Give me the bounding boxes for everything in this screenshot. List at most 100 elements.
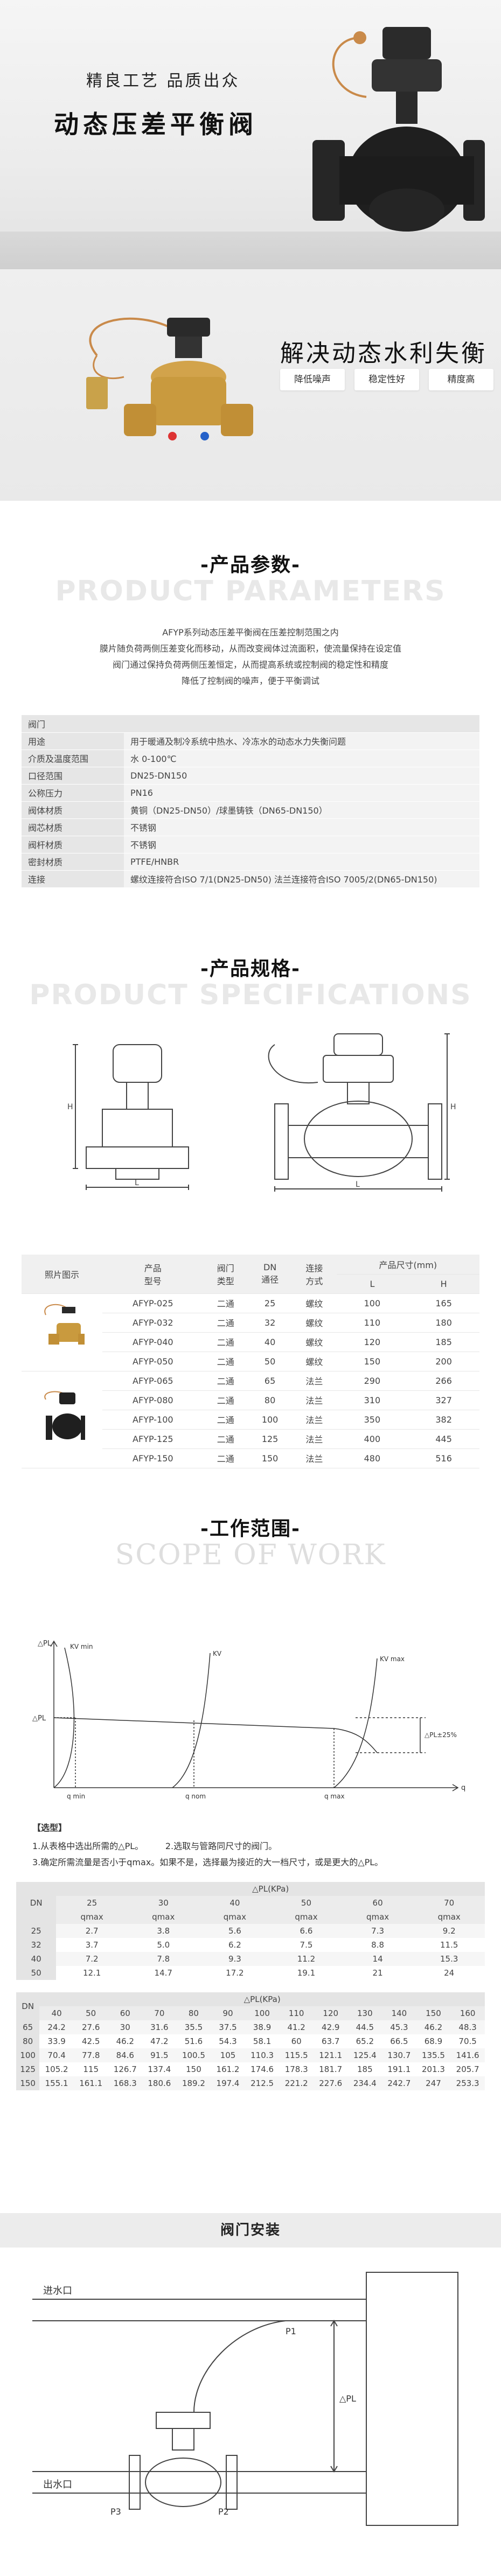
spec-header-row: 照片图示 产品 型号 阀门 类型 DN 通径 连接 方式 产品尺寸(mm) xyxy=(22,1255,479,1294)
spec-cell: 二通 xyxy=(203,1390,248,1410)
kv3-label: KV max xyxy=(380,1655,405,1663)
flow2-cell: 137.4 xyxy=(142,2062,177,2076)
dpl-label: △PL xyxy=(339,2393,356,2404)
flow1-cell: 7.8 xyxy=(127,1952,199,1966)
params-value: PTFE/HNBR xyxy=(124,853,479,871)
flow2-cell: 242.7 xyxy=(382,2076,416,2090)
flow2-cell: 191.1 xyxy=(382,2062,416,2076)
flow2-cell: 125.4 xyxy=(347,2048,382,2062)
spec-col-photo: 照片图示 xyxy=(22,1255,102,1294)
p1-label: P1 xyxy=(286,2326,296,2336)
flow2-cell: 38.9 xyxy=(245,2020,280,2034)
params-key: 口径范围 xyxy=(22,767,124,785)
intro-line: 降低了控制阀的噪声，便于平衡调试 xyxy=(181,676,319,686)
flow2-cell: 253.3 xyxy=(450,2076,485,2090)
flow2-cell: 201.3 xyxy=(416,2062,451,2076)
spec-cell: 382 xyxy=(408,1410,479,1430)
spec-cell: 310 xyxy=(336,1390,408,1410)
flow1-cell: 6.6 xyxy=(270,1924,342,1938)
spec-cell: 二通 xyxy=(203,1429,248,1449)
hero-slogan: 精良工艺 品质出众 xyxy=(86,72,240,90)
flow1-cell: 21 xyxy=(342,1966,414,1980)
flow2-pressure: 120 xyxy=(313,2006,348,2020)
flow2-cell: 234.4 xyxy=(347,2076,382,2090)
spec-cell: 螺纹 xyxy=(292,1293,337,1313)
flow2-cell: 178.3 xyxy=(279,2062,314,2076)
params-intro: AFYP系列动态压差平衡阀在压差控制范围之内 膜片随负荷两侧压差变化而移动，从而… xyxy=(0,625,501,689)
flow2-cell: 41.2 xyxy=(279,2020,314,2034)
spec-cell: 480 xyxy=(336,1448,408,1468)
flow2-cell: 70.5 xyxy=(450,2034,485,2048)
q-max-label: q max xyxy=(324,1793,345,1800)
flow2-cell: 115 xyxy=(73,2062,108,2076)
flow2-cell: 130.7 xyxy=(382,2048,416,2062)
axis-y-label: △PL xyxy=(38,1640,52,1648)
flow1-title: △PL(KPa) xyxy=(56,1882,485,1896)
flow2-cell: 54.3 xyxy=(211,2034,245,2048)
flow1-cell: 8.8 xyxy=(342,1938,414,1952)
flow1-qmax: qmax xyxy=(56,1910,128,1924)
flow1-qmax: qmax xyxy=(127,1910,199,1924)
flow1-cell: 15.3 xyxy=(413,1952,485,1966)
spec-cell: 二通 xyxy=(203,1410,248,1430)
params-value: 黄铜（DN25-DN50）/球墨铸铁（DN65-DN150） xyxy=(124,801,479,819)
spec-col-model: 产品 型号 xyxy=(102,1255,204,1294)
flow2-cell: 37.5 xyxy=(211,2020,245,2034)
flow2-cell: 141.6 xyxy=(450,2048,485,2062)
spec-cell: 125 xyxy=(247,1429,293,1449)
flow1-pressure: 25 xyxy=(56,1896,128,1910)
spec-cell: AFYP-032 xyxy=(102,1313,204,1333)
flow2-dn: 65 xyxy=(16,2020,40,2034)
axis-x-label: q xyxy=(461,1784,465,1792)
flow2-cell: 42.5 xyxy=(73,2034,108,2048)
dim-l-label: L xyxy=(135,1179,139,1187)
flow1-cell: 2.7 xyxy=(56,1924,128,1938)
flow2-cell: 185 xyxy=(347,2062,382,2076)
spec-cell: 150 xyxy=(247,1448,293,1468)
flow2-cell: 33.9 xyxy=(39,2034,74,2048)
params-header-row: 阀门 xyxy=(22,715,479,733)
spec-col-size: 产品尺寸(mm) xyxy=(336,1255,479,1275)
spec-cell: 80 xyxy=(247,1390,293,1410)
q-min-label: q min xyxy=(67,1793,85,1800)
flow2-cell: 51.6 xyxy=(176,2034,211,2048)
flow2-cell: 121.1 xyxy=(313,2048,348,2062)
flow1-dn-header: DN xyxy=(16,1882,57,1924)
spec-cell: AFYP-025 xyxy=(102,1293,204,1313)
spec-cell: 二通 xyxy=(203,1332,248,1352)
install-diagram: 进水口 出水口 P1 P2 P3 △PL xyxy=(32,2272,458,2526)
spec-cell: AFYP-150 xyxy=(102,1448,204,1468)
flow2-cell: 77.8 xyxy=(73,2048,108,2062)
flow2-cell: 31.6 xyxy=(142,2020,177,2034)
flow2-cell: 58.1 xyxy=(245,2034,280,2048)
spec-cell: 法兰 xyxy=(292,1390,337,1410)
p2-label: P2 xyxy=(218,2507,229,2517)
flow1-qmax: qmax xyxy=(270,1910,342,1924)
spec-cell: 法兰 xyxy=(292,1371,337,1391)
q-nom-label: q nom xyxy=(185,1793,206,1800)
spec-cell: 185 xyxy=(408,1332,479,1352)
spec-cell: AFYP-065 xyxy=(102,1371,204,1391)
flow1-dn: 25 xyxy=(16,1924,57,1938)
flow1-pressure: 30 xyxy=(127,1896,199,1910)
flow2-dn: 100 xyxy=(16,2048,40,2062)
flow2-pressure: 140 xyxy=(382,2006,416,2020)
spec-cell: 516 xyxy=(408,1448,479,1468)
flow2-cell: 227.6 xyxy=(313,2076,348,2090)
spec-cell: 110 xyxy=(336,1313,408,1333)
flow2-cell: 24.2 xyxy=(39,2020,74,2034)
flow1-cell: 24 xyxy=(413,1966,485,1980)
flow1-cell: 11.2 xyxy=(270,1952,342,1966)
spec-cell: 二通 xyxy=(203,1313,248,1333)
spec-cell: 法兰 xyxy=(292,1448,337,1468)
flow2-cell: 110.3 xyxy=(245,2048,280,2062)
brass-valve-thumbnail xyxy=(22,1293,102,1371)
flow1-cell: 7.5 xyxy=(270,1938,342,1952)
tag-stable: 稳定性好 xyxy=(354,369,419,390)
